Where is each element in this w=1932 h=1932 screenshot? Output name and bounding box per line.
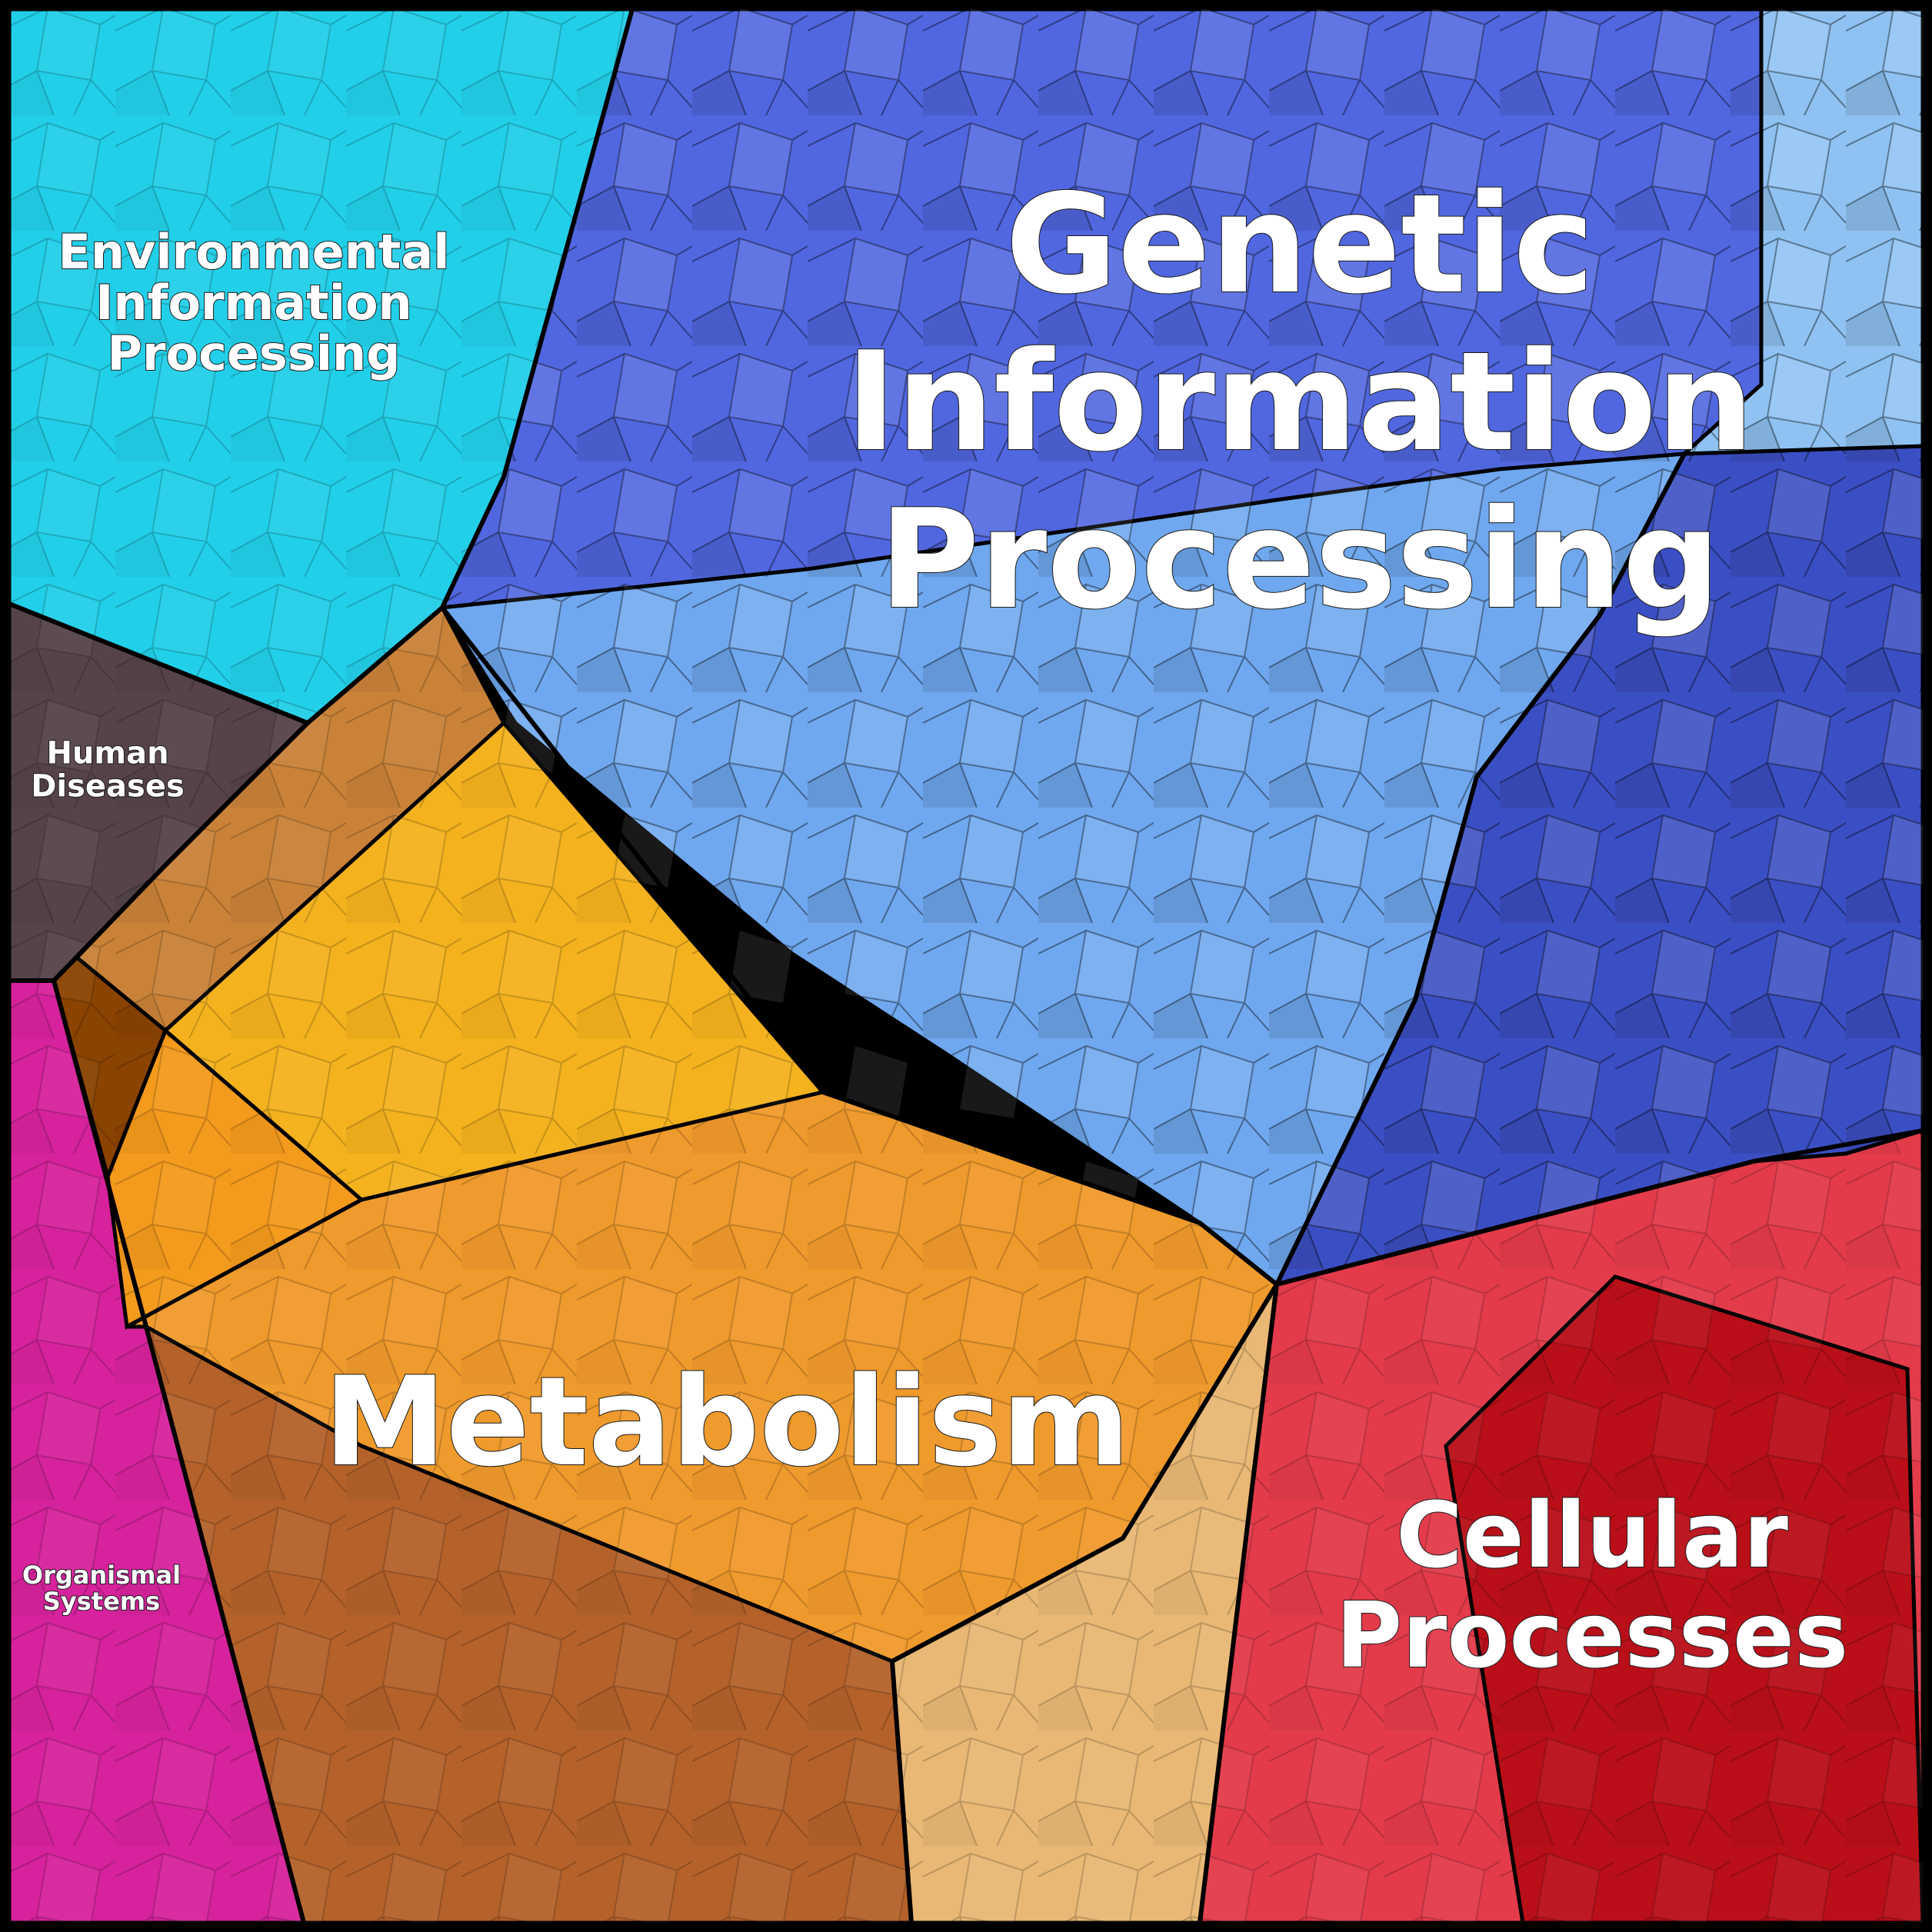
label-metabolism: Metabolism (324, 1350, 1130, 1494)
label-line: Information (845, 322, 1754, 481)
label-line: Diseases (31, 769, 185, 804)
label-line: Genetic (1005, 165, 1594, 324)
label-line: Metabolism (324, 1350, 1130, 1494)
label-line: Organismal (22, 1561, 181, 1590)
label-line: Information (95, 275, 411, 331)
facet-texture (9, 9, 1923, 1923)
label-line: Processing (108, 325, 401, 381)
label-line: Human (46, 736, 168, 771)
label-line: Cellular (1396, 1482, 1788, 1588)
region-borders (8, 8, 1924, 1924)
label-line: Processes (1336, 1582, 1848, 1688)
label-line: Systems (43, 1587, 160, 1616)
label-line: Processing (879, 480, 1720, 639)
label-line: Environmental (58, 224, 450, 280)
